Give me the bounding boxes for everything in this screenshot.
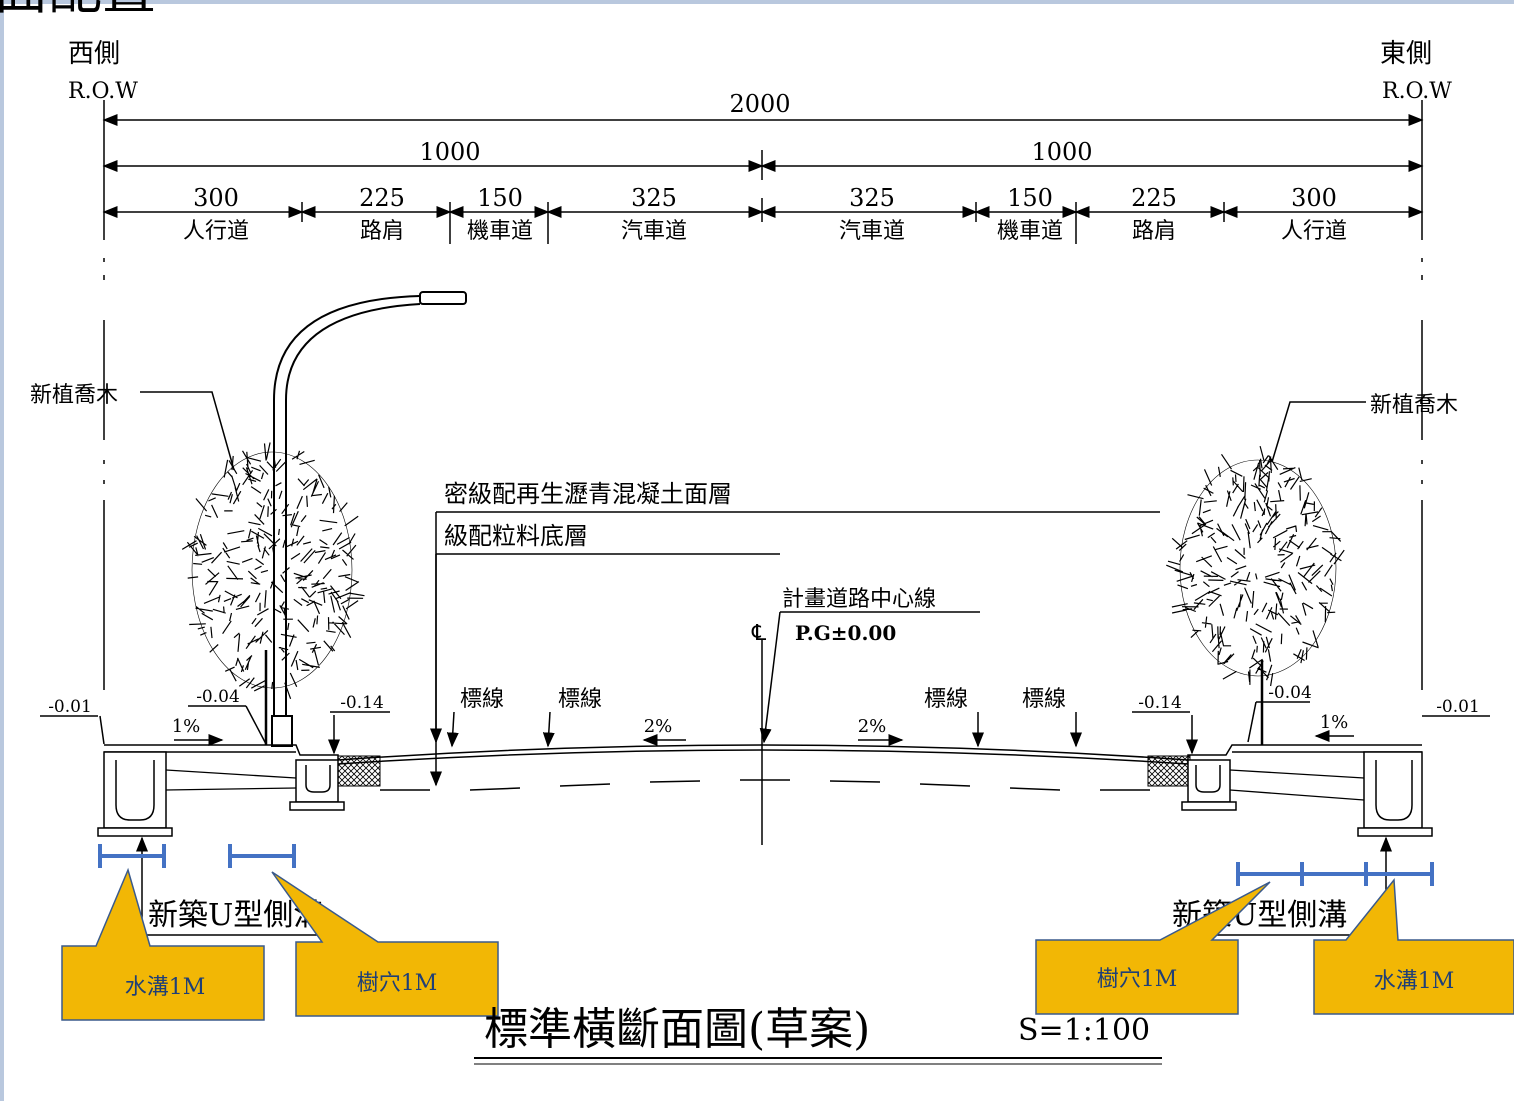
callout-text: 水溝1M [125,975,206,1000]
callout-text: 樹穴1M [357,971,438,996]
slope-label: 2% [644,716,673,737]
east-side-label: 東側 [1380,39,1432,69]
u-gutter-west [97,751,173,837]
segment-name: 汽車道 [839,219,905,244]
segment-labels: 300 人行道 225 路肩 150 機車道 325 汽車道 325 汽車道 150 機車道 225 路肩… [183,184,1347,244]
dim-total: 2000 [729,90,790,118]
drawing-scale: S=1:100 [1018,1013,1150,1048]
marking-label: 標線 [460,687,504,712]
west-row-label: R.O.W [68,79,138,104]
segment-name: 機車道 [997,219,1063,244]
tree-trunks [264,650,1264,745]
segment-value: 150 [1007,184,1053,212]
layer-leaders [430,511,1160,787]
tree-foliage [1166,445,1345,687]
segment-value: 300 [1291,184,1337,212]
callout-water-west: 水溝1M [61,867,265,1021]
slope-label: 2% [858,716,887,737]
segment-name: 人行道 [1281,219,1347,244]
west-side-label: 西側 [68,39,120,69]
slope-arrows [174,730,1354,746]
segment-name: 機車道 [467,219,533,244]
tree-outline [1179,459,1337,677]
tree-east-label: 新植喬木 [1370,393,1458,418]
pg-label: P.G±0.00 [795,621,896,645]
tree-outline [191,451,353,689]
drain-pipes [165,769,1365,801]
segment-name: 人行道 [183,219,249,244]
marking-label: 標線 [1022,687,1066,712]
marking-arrows [40,701,1490,755]
row-lines [103,100,1423,690]
segment-value: 300 [193,184,239,212]
dimension-lines [102,114,1424,244]
u-gutter-east-small [1181,759,1237,811]
elevation-label: -0.04 [1268,683,1312,703]
callout-text: 水溝1M [1374,969,1455,994]
slope-label: 1% [172,716,201,737]
elevation-label: -0.01 [1436,697,1480,717]
callout-tree-west: 樹穴1M [271,871,499,1017]
slide-top-border [0,0,1514,4]
elevation-labels: -0.01 -0.04 -0.14 -0.14 -0.04 -0.01 [48,683,1480,717]
east-row-label: R.O.W [1382,79,1452,104]
slope-label: 1% [1320,712,1349,733]
slide-title-fragment: 道路標準橫斷面配置 [0,0,156,21]
tree-west-label: 新植喬木 [30,383,118,408]
segment-name: 汽車道 [621,219,687,244]
dim-half-east: 1000 [1031,138,1092,166]
callout-tree-east: 樹穴1M [1035,881,1271,1015]
surface-layer-label: 密級配再生瀝青混凝土面層 [444,480,732,508]
tree-east [1166,445,1345,687]
segment-value: 225 [1131,184,1177,212]
slope-labels: 1% 2% 2% 1% [172,712,1349,737]
u-gutter-west-small [289,759,345,811]
slide-left-border [0,0,4,1101]
u-gutter-east [1357,751,1433,837]
tree-foliage [181,442,365,700]
centerline-label: 計畫道路中心線 [782,587,936,612]
elevation-label: -0.01 [48,697,92,717]
measurement-brackets [98,844,1434,886]
marking-label: 標線 [924,687,968,712]
elevation-label: -0.04 [196,687,240,707]
curb-hatch-east [1147,755,1191,787]
callout-text: 樹穴1M [1097,967,1178,992]
callout-water-east: 水溝1M [1313,878,1514,1015]
tree-leaders [140,391,1366,471]
segment-value: 225 [359,184,405,212]
elevation-label: -0.14 [1138,693,1182,713]
street-lamp [271,291,467,747]
elevation-label: -0.14 [340,693,384,713]
segment-value: 150 [477,184,523,212]
segment-value: 325 [631,184,677,212]
curb-hatch-west [337,755,381,787]
marking-label: 標線 [558,687,602,712]
marking-labels: 標線 標線 標線 標線 [460,687,1066,712]
base-layer-label: 級配粒料底層 [444,522,588,550]
drawing-title: 標準橫斷面圖(草案) [484,1004,870,1055]
segment-name: 路肩 [1132,219,1176,244]
cl-symbol: ℄ [751,621,767,646]
segment-name: 路肩 [360,219,404,244]
dim-half-west: 1000 [419,138,480,166]
tree-west [181,442,365,700]
segment-value: 325 [849,184,895,212]
